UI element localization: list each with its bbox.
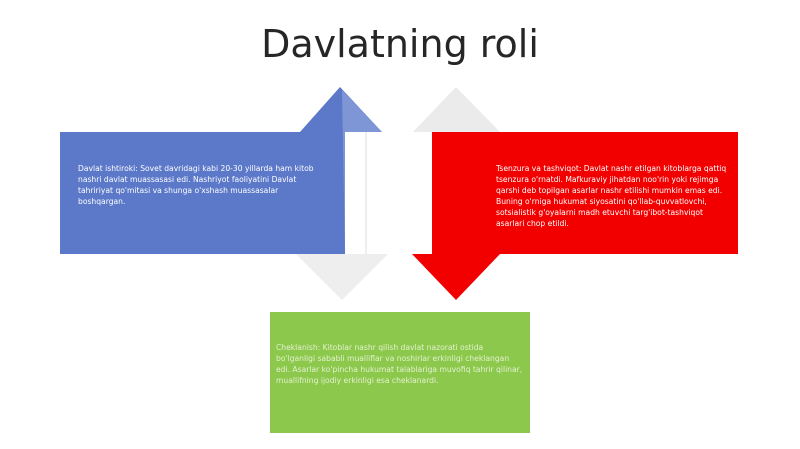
green-box-text: Cheklanish: Kitoblar nashr qilish davlat… [276,343,523,385]
green-box [270,312,530,433]
center-strip [345,132,432,254]
gray-down-arrow-shape [296,254,388,300]
slide-title: Davlatning roli [261,22,539,66]
red-arrow-shape [412,132,738,300]
red-box-text: Tsenzura va tashviqot: Davlat nashr etil… [496,164,727,228]
blue-arrow-shape [60,87,382,254]
blue-box-text: Davlat ishtiroki: Sovet davridagi kabi 2… [78,164,314,206]
